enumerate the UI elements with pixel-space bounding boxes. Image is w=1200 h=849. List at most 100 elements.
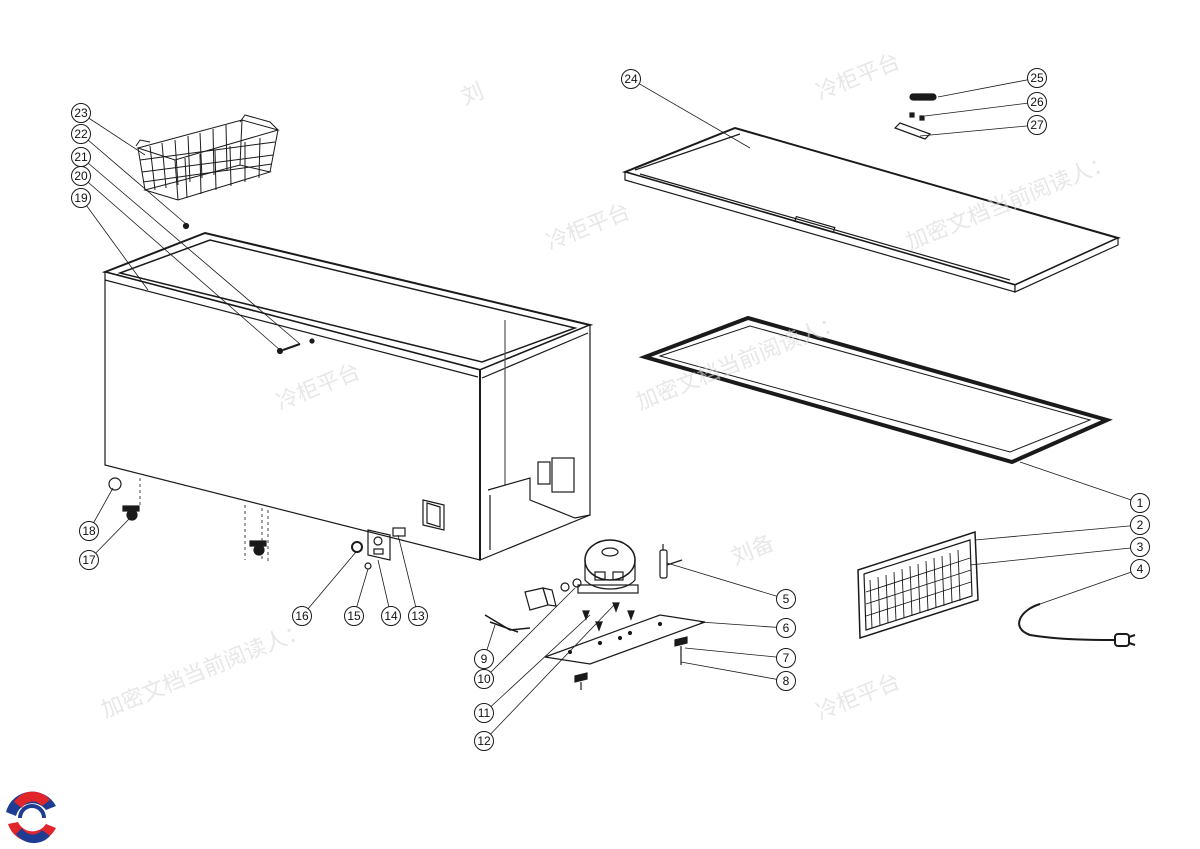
callout-5: 5 bbox=[776, 589, 796, 609]
wire-basket bbox=[135, 114, 280, 201]
drier-filter bbox=[659, 544, 683, 579]
callout-24: 24 bbox=[621, 69, 641, 89]
callout-circle bbox=[1130, 515, 1150, 535]
watermark-text: 冷柜平台 bbox=[813, 669, 904, 725]
callout-circle bbox=[776, 648, 796, 668]
callout-number: 7 bbox=[783, 651, 790, 665]
callout-circle bbox=[621, 69, 641, 89]
callout-number: 21 bbox=[74, 150, 88, 164]
callout-number: 14 bbox=[384, 609, 398, 623]
callout-number: 5 bbox=[783, 592, 790, 606]
basket-clip bbox=[182, 222, 190, 230]
callout-number: 1 bbox=[1137, 496, 1144, 510]
callout-circle bbox=[408, 606, 428, 626]
watermark-text: 刘 bbox=[458, 79, 488, 110]
callout-circle bbox=[1027, 92, 1047, 112]
brand-logo-icon bbox=[4, 790, 60, 846]
callout-9: 9 bbox=[474, 649, 494, 669]
callout-circle bbox=[71, 147, 91, 167]
callout-circle bbox=[71, 103, 91, 123]
callout-20: 20 bbox=[71, 166, 91, 186]
callout-circle bbox=[1130, 537, 1150, 557]
callout-number: 25 bbox=[1030, 71, 1044, 85]
relay-clips bbox=[560, 578, 582, 592]
callout-8: 8 bbox=[776, 671, 796, 691]
callout-14: 14 bbox=[381, 606, 401, 626]
callout-1: 1 bbox=[1130, 493, 1150, 513]
callout-7: 7 bbox=[776, 648, 796, 668]
callout-number: 4 bbox=[1137, 562, 1144, 576]
power-cord bbox=[1018, 603, 1136, 647]
callout-circle bbox=[1027, 68, 1047, 88]
callout-21: 21 bbox=[71, 147, 91, 167]
leader-lines bbox=[80, 77, 1141, 742]
bumper bbox=[108, 477, 122, 491]
callout-number: 2 bbox=[1137, 518, 1144, 532]
callout-12: 12 bbox=[474, 731, 494, 751]
callout-15: 15 bbox=[344, 606, 364, 626]
lid-handle bbox=[893, 93, 937, 140]
castor-wheels bbox=[122, 505, 267, 556]
hinge-screws bbox=[276, 338, 315, 355]
callout-circle bbox=[1130, 559, 1150, 579]
callout-circle bbox=[1130, 493, 1150, 513]
callout-18: 18 bbox=[79, 521, 99, 541]
callout-number: 19 bbox=[74, 191, 88, 205]
callout-circle bbox=[71, 188, 91, 208]
callout-circle bbox=[474, 669, 494, 689]
vent-grille bbox=[857, 530, 979, 640]
callout-circle bbox=[79, 550, 99, 570]
callout-circle bbox=[381, 606, 401, 626]
light-switch bbox=[392, 527, 406, 537]
callout-circle bbox=[474, 731, 494, 751]
callout-circle bbox=[71, 124, 91, 144]
watermark-text: 加密文档当前阅读人： bbox=[98, 618, 311, 724]
callout-number: 8 bbox=[783, 674, 790, 688]
condenser-pipe bbox=[484, 614, 531, 633]
callout-number: 11 bbox=[478, 706, 491, 720]
callout-number: 16 bbox=[295, 609, 309, 623]
callout-circle bbox=[474, 703, 494, 723]
callout-number: 24 bbox=[624, 72, 638, 86]
callout-number: 13 bbox=[411, 609, 425, 623]
callout-circle bbox=[1027, 115, 1047, 135]
callout-number: 12 bbox=[477, 734, 491, 748]
rubber-grommets bbox=[582, 602, 635, 632]
callout-circle bbox=[474, 649, 494, 669]
watermark-text: 冷柜平台 bbox=[813, 49, 904, 105]
callout-17: 17 bbox=[79, 550, 99, 570]
callout-circle bbox=[776, 618, 796, 638]
watermark-text: 刘备 bbox=[728, 531, 778, 571]
callout-circle bbox=[776, 589, 796, 609]
leveling-feet bbox=[574, 636, 688, 690]
start-relay bbox=[524, 587, 557, 611]
callout-11: 11 bbox=[474, 703, 494, 723]
callout-2: 2 bbox=[1130, 515, 1150, 535]
door-gasket bbox=[638, 315, 1113, 465]
watermark-text: 冷柜平台 bbox=[543, 199, 634, 255]
callout-circle bbox=[776, 671, 796, 691]
callout-number: 10 bbox=[477, 672, 491, 686]
castor-guides bbox=[139, 478, 269, 562]
callout-number: 6 bbox=[783, 621, 790, 635]
callout-number: 22 bbox=[74, 127, 88, 141]
callout-27: 27 bbox=[1027, 115, 1047, 135]
callout-number: 20 bbox=[74, 169, 88, 183]
callout-22: 22 bbox=[71, 124, 91, 144]
callout-number: 3 bbox=[1137, 540, 1144, 554]
cabinet-body bbox=[101, 231, 594, 561]
callout-13: 13 bbox=[408, 606, 428, 626]
callout-10: 10 bbox=[474, 669, 494, 689]
knob-screw bbox=[364, 562, 372, 570]
callout-circle bbox=[292, 606, 312, 626]
callout-23: 23 bbox=[71, 103, 91, 123]
callout-25: 25 bbox=[1027, 68, 1047, 88]
callout-6: 6 bbox=[776, 618, 796, 638]
callout-circle bbox=[344, 606, 364, 626]
callout-19: 19 bbox=[71, 188, 91, 208]
callout-3: 3 bbox=[1130, 537, 1150, 557]
callout-number: 17 bbox=[82, 553, 96, 567]
